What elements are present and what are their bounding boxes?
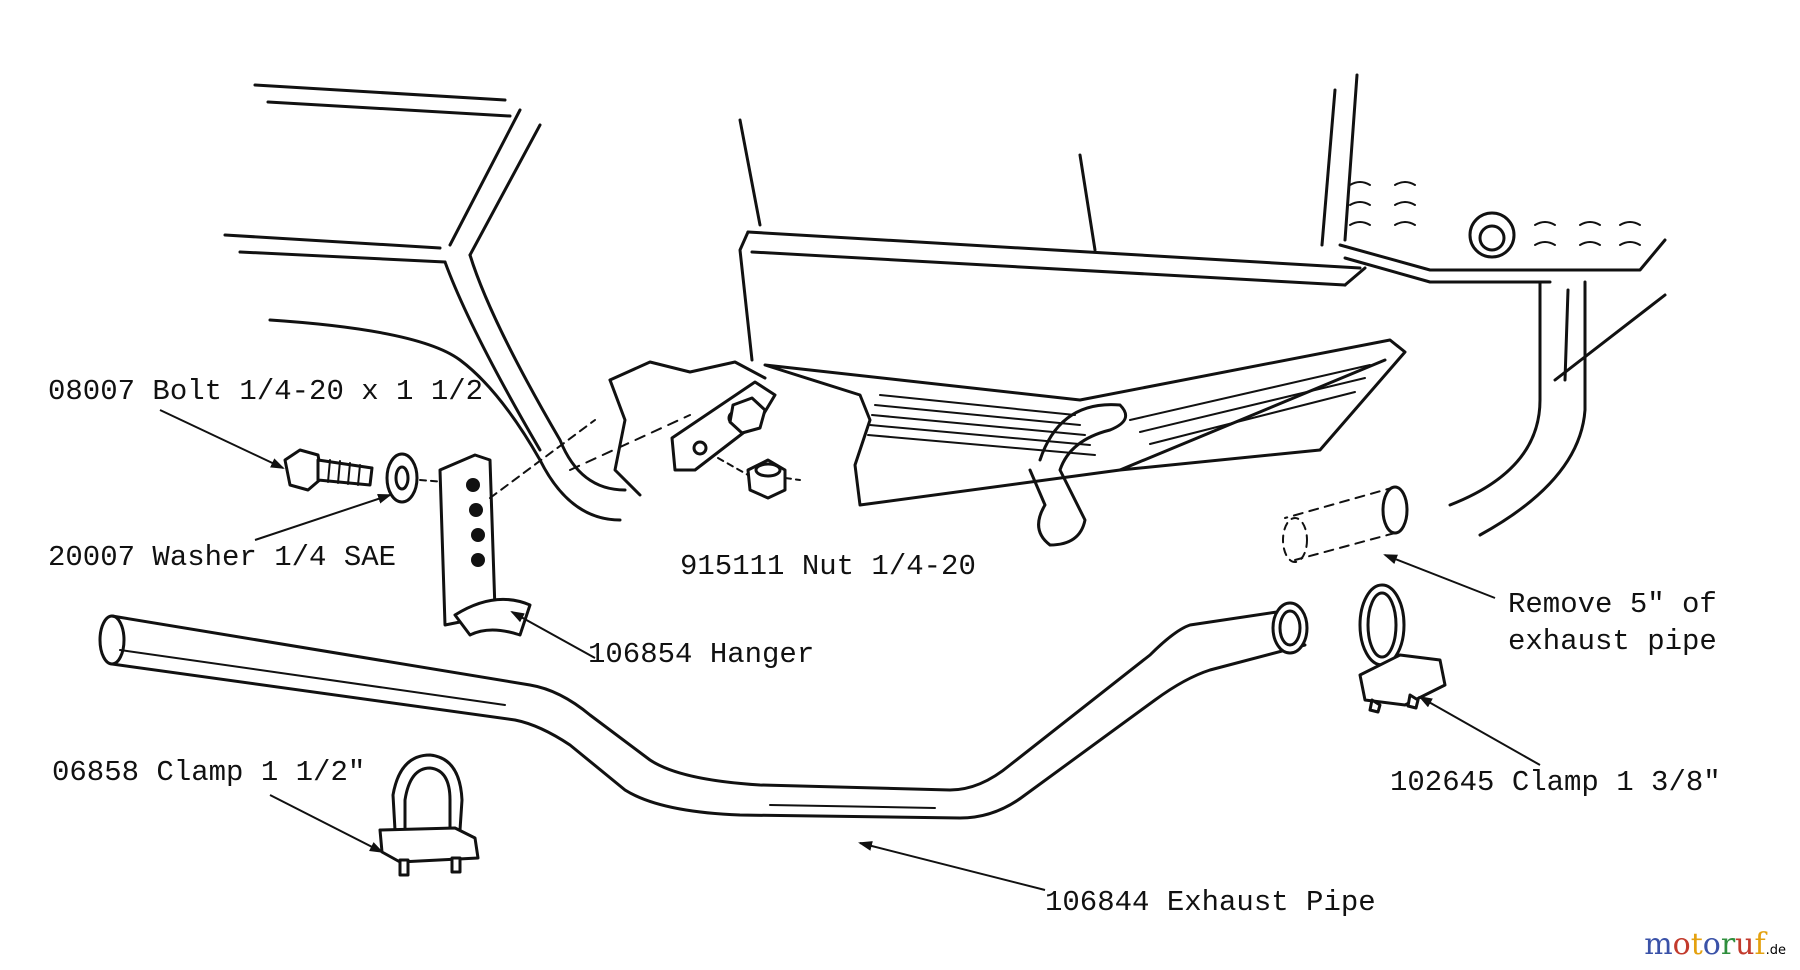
label-washer: 20007 Washer 1/4 SAE [48,541,397,574]
label-exhaust-pipe: 106844 Exhaust Pipe [1045,886,1376,919]
watermark-letter: t [1690,927,1703,962]
watermark-letter: u [1735,927,1755,962]
label-remove-line1: Remove 5" of [1508,588,1717,621]
watermark-letters: motoruf [1644,927,1765,962]
leader-arrows [159,409,1541,891]
watermark-letter: m [1644,927,1673,962]
label-remove-line2: exhaust pipe [1508,625,1717,658]
watermark-letter: f [1754,927,1766,962]
clamp-left-drawing [378,753,480,877]
label-clamp-right: 102645 Clamp 1 3/8" [1390,766,1721,799]
frame-bracket-drawing [670,380,801,500]
watermark-letter: r [1720,927,1736,962]
bolt-washer-hanger-drawing [283,419,596,637]
label-clamp-left: 06858 Clamp 1 1/2" [52,756,366,789]
watermark-letter: o [1702,927,1721,962]
exhaust-pipe-drawing [98,601,1309,820]
tractor-body-drawing [223,73,1667,563]
watermark-suffix: .de [1765,943,1786,958]
motoruf-watermark-logo: motoruf.de [1644,927,1786,962]
watermark-letter: o [1672,927,1691,962]
label-nut: 915111 Nut 1/4-20 [680,550,976,583]
label-hanger: 106854 Hanger [588,638,815,671]
label-bolt: 08007 Bolt 1/4-20 x 1 1/2 [48,375,484,408]
clamp-right-drawing [1358,583,1447,714]
